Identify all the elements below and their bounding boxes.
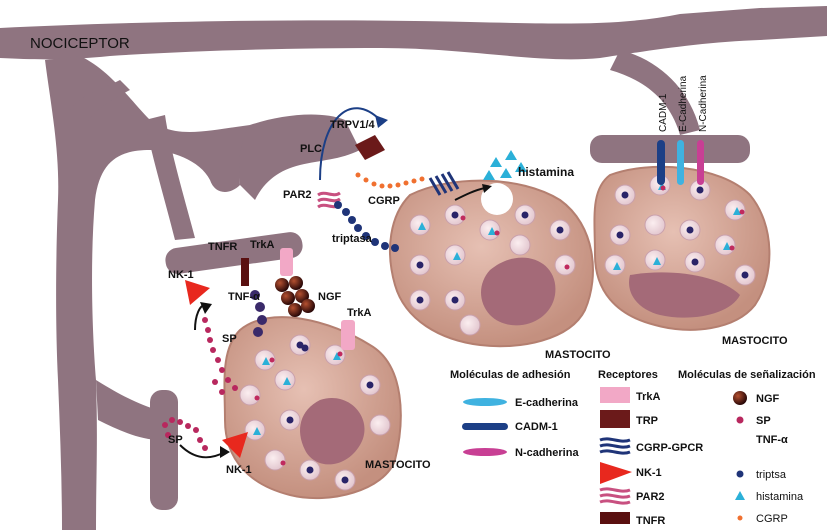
cgrp-swatch — [738, 516, 743, 521]
sp-top-label: SP — [222, 333, 237, 345]
par2-label: PAR2 — [283, 189, 312, 201]
legend-ngf: NGF — [756, 393, 780, 405]
legend-sp: SP — [756, 415, 771, 427]
trka-top-label: TrkA — [250, 239, 275, 251]
legend-trp: TRP — [636, 415, 658, 427]
tnfr-label: TNFR — [208, 241, 237, 253]
legend-tnfa: TNF-α — [756, 434, 788, 446]
ngf-label: NGF — [318, 291, 342, 303]
triptasa-swatch — [737, 471, 744, 478]
nk1-bottom-label: NK-1 — [226, 464, 252, 476]
ncadherin-swatch — [463, 448, 507, 456]
ecadherina-vertical-label: E-Cadherina — [678, 75, 689, 132]
legend-signaling-title: Moléculas de señalización — [678, 369, 816, 381]
trka-swatch — [600, 387, 630, 403]
triptasa-label: triptasa — [332, 233, 373, 245]
legend: Moléculas de adhesión Receptores Molécul… — [450, 369, 816, 527]
plc-label: PLC — [300, 143, 322, 155]
legend-trka: TrkA — [636, 391, 661, 403]
tnfr-swatch — [600, 512, 630, 524]
cgrp-gpcr-swatch — [600, 439, 630, 453]
histamina-swatch — [735, 491, 745, 500]
nk1-swatch — [600, 462, 632, 484]
mastocito-label-1: MASTOCITO — [365, 459, 431, 471]
sp-swatch — [737, 417, 744, 424]
tnfa-label: TNF-α — [228, 291, 260, 303]
legend-receptors-title: Receptores — [598, 369, 658, 381]
legend-nk1: NK-1 — [636, 467, 662, 479]
legend-ncadherina: N-cadherina — [515, 447, 579, 459]
cadm1-swatch — [462, 423, 508, 430]
legend-histamina: histamina — [756, 491, 804, 503]
nk1-top-label: NK-1 — [168, 269, 194, 281]
trpv-label: TRPV1/4 — [330, 119, 376, 131]
legend-cadm1: CADM-1 — [515, 421, 558, 433]
trka-cell-label: TrkA — [347, 307, 372, 319]
legend-par2: PAR2 — [636, 491, 665, 503]
cadm1-vertical-label: CADM-1 — [658, 93, 669, 132]
legend-triptsa: triptsa — [756, 469, 787, 481]
nociceptor-label: NOCICEPTOR — [30, 35, 130, 52]
sp-top-arrowhead — [200, 302, 212, 314]
ncadherina-vertical-label: N-Cadherina — [698, 75, 709, 132]
mastocito-label-3: MASTOCITO — [722, 335, 788, 347]
legend-adhesion-title: Moléculas de adhesión — [450, 369, 571, 381]
sp-bottom-label: SP — [168, 434, 183, 446]
legend-tnfr: TNFR — [636, 515, 665, 527]
legend-cgrp-gpcr: CGRP-GPCR — [636, 442, 703, 454]
mastocito-label-2: MASTOCITO — [545, 349, 611, 361]
plc-arrowhead — [375, 115, 388, 128]
legend-ecadherina: E-cadherina — [515, 397, 579, 409]
ngf-swatch — [733, 391, 747, 405]
legend-cgrp: CGRP — [756, 513, 788, 525]
histamina-label: histamina — [518, 165, 574, 179]
ecadherin-swatch — [463, 398, 507, 406]
trp-swatch — [600, 410, 630, 428]
par2-swatch — [600, 489, 630, 503]
cgrp-label: CGRP — [368, 195, 400, 207]
sp-bottom-arrowhead — [220, 446, 230, 458]
